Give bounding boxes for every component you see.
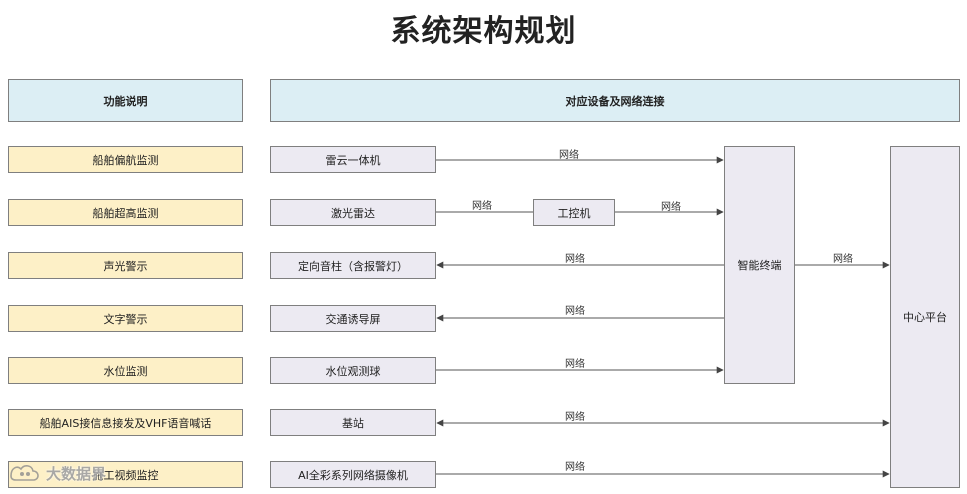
header-devices-and-network: 对应设备及网络连接 (270, 79, 960, 122)
device-ai-network-camera: AI全彩系列网络摄像机 (270, 461, 436, 488)
node-smart-terminal: 智能终端 (724, 146, 795, 384)
function-water-level-monitoring: 水位监测 (8, 357, 243, 384)
device-water-level-ball: 水位观测球 (270, 357, 436, 384)
device-radar-camera-unit: 雷云一体机 (270, 146, 436, 173)
watermark-text: 大数据界 (46, 464, 107, 483)
node-central-platform: 中心平台 (890, 146, 960, 488)
link-label: 网络 (833, 254, 853, 265)
header-function-description: 功能说明 (8, 79, 243, 122)
watermark-logo-icon (10, 465, 39, 481)
function-construction-video-monitoring: 施工视频监控 (8, 461, 243, 488)
function-sound-light-warning: 声光警示 (8, 252, 243, 279)
function-ship-yaw-monitoring: 船舶偏航监测 (8, 146, 243, 173)
watermark: 大数据界 (8, 462, 106, 484)
device-lidar: 激光雷达 (270, 199, 436, 226)
link-label: 网络 (565, 254, 585, 265)
device-directional-speaker: 定向音柱（含报警灯） (270, 252, 436, 279)
link-label: 网络 (565, 359, 585, 370)
link-label: 网络 (565, 412, 585, 423)
function-text-warning: 文字警示 (8, 305, 243, 332)
device-traffic-guidance-screen: 交通诱导屏 (270, 305, 436, 332)
link-label: 网络 (565, 306, 585, 317)
function-ship-overheight-monitoring: 船舶超高监测 (8, 199, 243, 226)
page-title: 系统架构规划 (390, 14, 577, 49)
device-base-station: 基站 (270, 409, 436, 436)
link-label: 网络 (472, 201, 492, 212)
link-label: 网络 (559, 150, 579, 161)
link-label: 网络 (661, 202, 681, 213)
node-industrial-pc: 工控机 (533, 199, 615, 226)
link-label: 网络 (565, 462, 585, 473)
function-ais-vhf: 船舶AIS接信息接发及VHF语音喊话 (8, 409, 243, 436)
